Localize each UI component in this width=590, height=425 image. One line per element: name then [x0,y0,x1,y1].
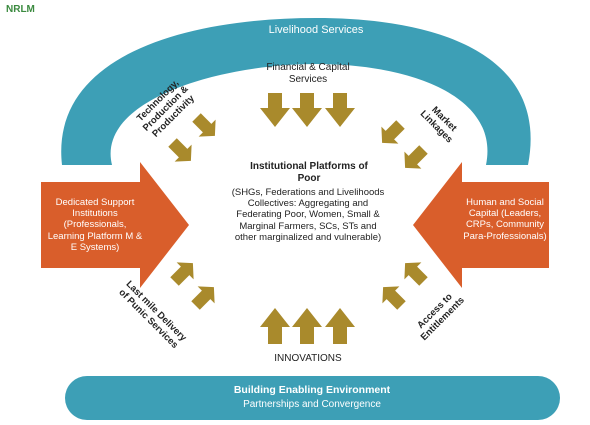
left-support-arrow [41,162,189,288]
diag-arrow-tr-2 [396,141,432,177]
partnerships-subtitle: Partnerships and Convergence [243,399,381,410]
top-down-arrows [260,93,355,127]
livelihood-arch [61,18,531,165]
diag-arrow-bl-2 [187,278,223,314]
innovations-label: INNOVATIONS [274,353,342,364]
center-body: (SHGs, Federations and Livelihoods Colle… [231,187,385,243]
down-arrow-2 [292,93,322,127]
livelihood-services-label: Livelihood Services [268,24,364,36]
diag-arrow-tl-2 [164,134,200,170]
nrlm-tag: NRLM [6,4,35,15]
diag-arrow-bl-1 [166,254,202,290]
diag-arrow-br-1 [396,254,432,290]
up-arrow-1 [260,308,290,344]
enabling-environment-title: Building Enabling Environment [233,384,391,396]
diag-arrow-tr-1 [373,116,409,152]
up-arrow-2 [292,308,322,344]
bottom-left-arrows [166,254,223,314]
human-social-capital-text: Human and Social Capital (Leaders, CRPs,… [463,197,547,242]
bottom-right-arrows [374,254,432,314]
down-arrow-3 [325,93,355,127]
diag-arrow-br-2 [374,278,410,314]
bottom-up-arrows [260,308,355,344]
top-right-arrows [373,116,432,177]
up-arrow-3 [325,308,355,344]
enabling-environment-band [65,376,560,420]
down-arrow-1 [260,93,290,127]
dedicated-support-text: Dedicated Support Institutions (Professi… [47,197,143,253]
financial-capital-label: Financial & Capital Services [266,62,350,85]
right-capital-arrow [413,162,549,288]
diag-arrow-tl-1 [188,109,224,145]
center-title: Institutional Platforms of Poor [250,161,368,184]
